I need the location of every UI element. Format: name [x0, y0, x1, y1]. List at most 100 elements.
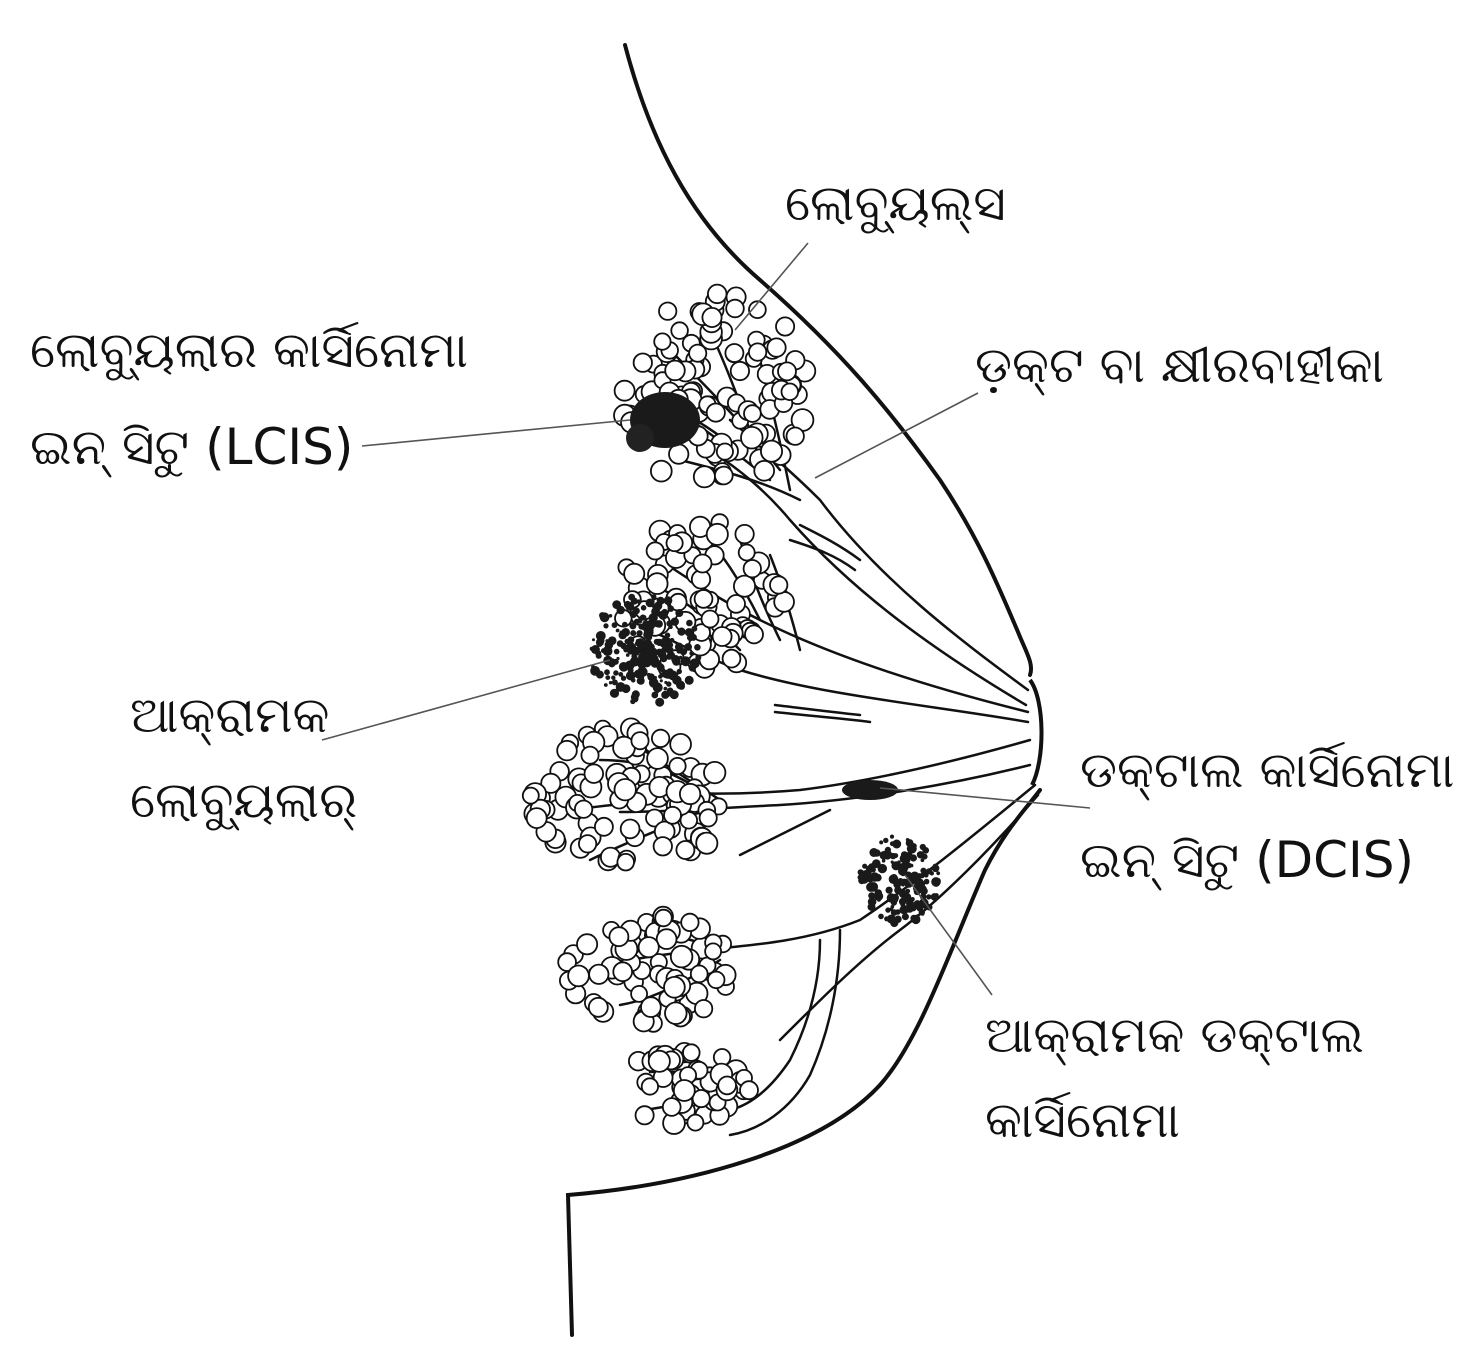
alveolus: [583, 763, 605, 784]
tumor-speck: [629, 622, 637, 630]
alveolus: [587, 996, 609, 1018]
tumor-speck: [689, 633, 697, 641]
tumor-speck: [889, 834, 895, 839]
alveolus: [743, 404, 762, 423]
tumor-speck: [675, 609, 684, 617]
alveolus: [608, 926, 630, 948]
tumor-speck: [603, 623, 609, 629]
tumor-speck: [605, 639, 609, 643]
tumor-speck: [890, 860, 894, 864]
tumor-speck: [638, 623, 645, 630]
invasive-lobular-tumor: [589, 593, 702, 707]
tumor-speck: [885, 886, 893, 894]
leader-lcis: [361, 419, 631, 447]
tumor-speck: [898, 897, 907, 906]
tumor-speck: [889, 852, 897, 860]
tumor-speck: [649, 626, 654, 630]
alveolus: [634, 1105, 655, 1126]
tumor-speck: [905, 888, 911, 894]
tumor-speck: [866, 882, 876, 892]
alveolus: [773, 591, 795, 613]
tumor-speck: [901, 873, 905, 877]
label-invasive-ductal-line2: କାର୍ସିନୋମା: [985, 1091, 1180, 1149]
tumor-speck: [620, 675, 627, 681]
tumor-speck: [595, 631, 606, 641]
alveolus: [645, 541, 665, 561]
tumor-speck: [637, 667, 648, 677]
tumor-speck: [636, 630, 643, 637]
tumor-speck: [652, 603, 661, 612]
tumor-speck: [869, 848, 879, 857]
tumor-speck: [883, 837, 889, 844]
alveolus: [740, 426, 764, 450]
alveolus: [733, 574, 757, 598]
tumor-speck: [615, 628, 620, 633]
alveolus: [613, 379, 636, 402]
leader-lobules: [734, 242, 809, 331]
tumor-speck: [661, 608, 668, 616]
tumor-speck: [655, 697, 665, 707]
tumor-speck: [909, 863, 914, 868]
tumor-speck: [651, 691, 659, 699]
tumor-speck: [684, 675, 694, 685]
tumor-speck: [656, 621, 662, 626]
alveolus: [704, 942, 722, 961]
tumor-speck: [608, 614, 613, 618]
tumor-speck: [669, 637, 675, 643]
tumor-speck: [624, 638, 630, 645]
tumor-speck: [676, 668, 682, 675]
tumor-speck: [692, 661, 699, 667]
leader-invasive-lobular: [321, 659, 611, 741]
tumor-speck: [663, 596, 673, 605]
tumor-speck: [910, 871, 920, 881]
alveolus: [742, 559, 762, 579]
tumor-speck: [616, 656, 620, 661]
label-invasive-ductal-line1: ଆକ୍ରାମକ ଡକ୍ଟାଲ: [985, 1006, 1364, 1064]
tumor-speck: [653, 610, 657, 615]
alveolus: [760, 439, 784, 463]
tumor-speck: [667, 605, 674, 612]
tumor-speck: [611, 675, 616, 680]
alveolus: [654, 908, 673, 928]
tumor-speck: [920, 911, 925, 916]
tumor-speck: [625, 671, 636, 681]
tumor-speck: [600, 648, 606, 654]
tumor-speck: [672, 657, 681, 666]
alveolus: [703, 760, 727, 785]
tumor-speck: [893, 880, 902, 889]
tumor-speck: [679, 648, 688, 656]
tumor-speck: [618, 662, 629, 672]
alveolus: [640, 996, 662, 1018]
alveolus: [647, 1049, 671, 1073]
label-invasive-lobular-line1: ଆକ୍ରାମକ: [130, 686, 330, 744]
tumor-speck: [920, 881, 926, 887]
tumor-speck: [861, 870, 871, 879]
tumor-speck: [638, 643, 643, 648]
tumor-speck: [668, 599, 672, 604]
alveolus: [637, 936, 660, 959]
tumor-speck: [903, 855, 911, 863]
alveolus: [692, 465, 716, 489]
alveolus: [588, 963, 610, 985]
alveolus: [640, 1077, 660, 1096]
tumor-speck: [910, 897, 915, 902]
tumor-speck: [607, 636, 617, 645]
alveolus: [688, 343, 708, 363]
alveolus: [725, 298, 745, 319]
tumor-speck: [881, 859, 886, 863]
alveolus: [616, 853, 635, 872]
tumor-speck: [618, 672, 624, 677]
nipple: [1028, 678, 1044, 786]
tumor-speck: [891, 893, 899, 902]
tumor-speck: [659, 679, 663, 683]
tumor-speck: [651, 613, 656, 618]
tumor-speck: [642, 615, 647, 620]
tumor-speck: [897, 866, 902, 870]
tumor-speck: [879, 840, 884, 845]
tumor-speck: [613, 648, 620, 655]
tumor-speck: [612, 600, 622, 609]
alveolus: [692, 553, 713, 574]
tumor-speck: [931, 877, 941, 887]
alveolus: [729, 360, 751, 382]
